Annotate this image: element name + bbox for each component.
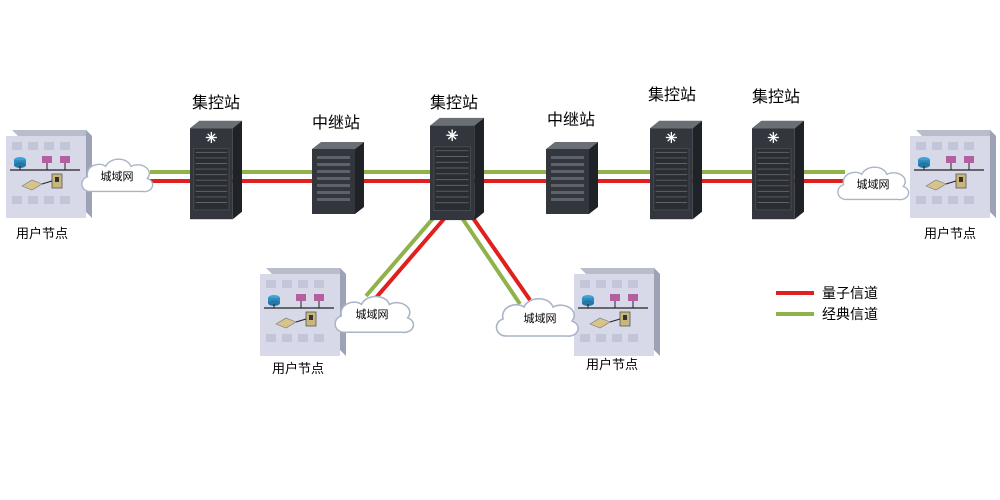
control-station-label: 集控站 [430,93,478,112]
classical-channel-line [364,206,444,298]
building-icon [260,268,346,356]
control-station-label: 集控站 [752,87,800,106]
control-station-label: 集控站 [648,85,696,104]
quantum-channel-line [464,206,532,302]
user-node-label: 用户节点 [586,357,638,373]
relay-station-label: 中继站 [312,113,360,132]
control-station-label: 集控站 [192,93,240,112]
server-rack-icon [190,120,242,220]
user-node-bottom-right: 城域网 用户节点 [495,268,660,373]
relay-box-icon [546,142,598,214]
quantum-channel-line [372,210,452,302]
user-node-label: 用户节点 [16,226,68,242]
user-node-bottom-left: 城域网 用户节点 [260,268,415,377]
legend: 量子信道 经典信道 [776,286,878,323]
legend-quantum-label: 量子信道 [822,286,878,302]
server-rack-icon [430,117,484,221]
classical-channel-line [456,210,522,306]
building-icon [910,130,996,218]
legend-classical-label: 经典信道 [822,307,878,323]
user-node-right: 城域网 用户节点 [837,130,996,242]
server-rack-icon [752,120,804,220]
user-node-label: 用户节点 [924,226,976,242]
server-rack-icon [650,120,702,220]
metro-network-label: 城域网 [356,308,389,321]
metro-network-label: 城域网 [101,170,134,183]
relay-station-label: 中继站 [547,110,595,129]
relay-station-1: 中继站 [312,113,364,214]
relay-station-2: 中继站 [546,110,598,214]
relay-box-icon [312,142,364,214]
channels [150,170,845,306]
control-station-2: 集控站 [430,93,484,221]
metro-network-label: 城域网 [524,312,557,325]
control-station-1: 集控站 [190,93,242,220]
user-node-left: 城域网 用户节点 [6,130,154,242]
control-station-4: 集控站 [752,87,804,220]
building-icon [6,130,92,218]
building-icon [574,268,660,356]
control-station-3: 集控站 [648,85,702,220]
user-node-label: 用户节点 [272,361,324,377]
metro-network-label: 城域网 [857,178,890,191]
